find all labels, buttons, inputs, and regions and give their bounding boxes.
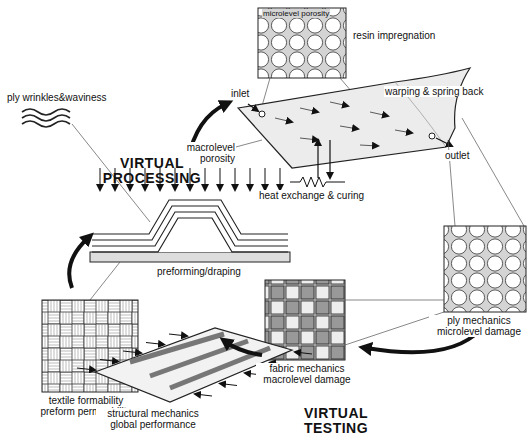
shape-path: [300, 138, 318, 140]
shape-path: [330, 102, 348, 106]
stiffeners: [130, 334, 270, 388]
shape-path: [300, 108, 318, 112]
caption-label: preforming/draping: [156, 266, 242, 277]
caption-label: warping & spring back: [384, 86, 484, 97]
caption-label: inlet: [230, 88, 250, 99]
shape-path: [370, 112, 388, 116]
caption-label: fabric mechanics macrolevel damage: [256, 363, 358, 385]
arrow: [77, 368, 95, 370]
caption-label: outlet: [444, 150, 470, 161]
shape-path: [69, 238, 88, 288]
caption-label: heat exchange & curing: [258, 190, 365, 201]
arrow: [100, 360, 118, 362]
wrinkle-icon: [22, 109, 70, 127]
caption-label: ply wrinkles&waviness: [6, 92, 107, 103]
arrow: [205, 168, 206, 190]
section-title: VIRTUAL TESTING: [290, 406, 382, 436]
arrow: [100, 168, 101, 190]
arrow: [146, 343, 164, 345]
mold-base: [90, 252, 290, 262]
shape-path: [395, 130, 412, 133]
flow-arrow: [69, 104, 480, 355]
shape-path: [340, 126, 358, 129]
arrow: [169, 334, 187, 336]
heat-arrow: [329, 140, 330, 178]
caption-label: resin impregnation: [352, 30, 436, 41]
arrow: [195, 394, 212, 396]
shape-path: [226, 342, 262, 355]
heat-arrow: [317, 140, 318, 178]
microlevel-panel: [258, 8, 346, 78]
shape-path: [275, 118, 292, 122]
inlet-arrow: [248, 104, 258, 111]
outlet-port: [429, 133, 435, 139]
arrow: [220, 168, 221, 190]
arrow: [250, 168, 251, 190]
flow-arrows: [275, 102, 412, 146]
caption-label: macrolevel porosity: [178, 142, 236, 164]
caption-label: structural mechanics global performance: [96, 408, 210, 430]
section-title: VIRTUAL PROCESSING: [96, 156, 208, 186]
arrow: [235, 168, 236, 190]
arrow: [123, 351, 141, 353]
shape-path: [92, 200, 288, 234]
caption-label: ply mechanics microlevel damage: [429, 315, 529, 337]
resistor-symbol: [290, 177, 345, 187]
arrow: [220, 384, 237, 386]
ply-panel: [444, 226, 526, 312]
shape-path: [360, 145, 378, 146]
shape-path: [92, 212, 288, 246]
arrow: [265, 168, 266, 190]
inlet-port: [259, 111, 265, 117]
leader-line: [232, 140, 262, 148]
mold-tool: [92, 218, 288, 252]
shape-path: [92, 206, 288, 240]
leader-line: [90, 262, 120, 300]
leader-line: [448, 118, 524, 226]
shape-path: [130, 334, 224, 362]
ply-layers: [92, 200, 288, 246]
arrow: [295, 352, 312, 354]
arrow: [280, 168, 281, 190]
outlet-arrow: [436, 138, 452, 146]
caption-label: microlevel porosity: [262, 9, 330, 18]
part-sheet: [238, 68, 470, 168]
